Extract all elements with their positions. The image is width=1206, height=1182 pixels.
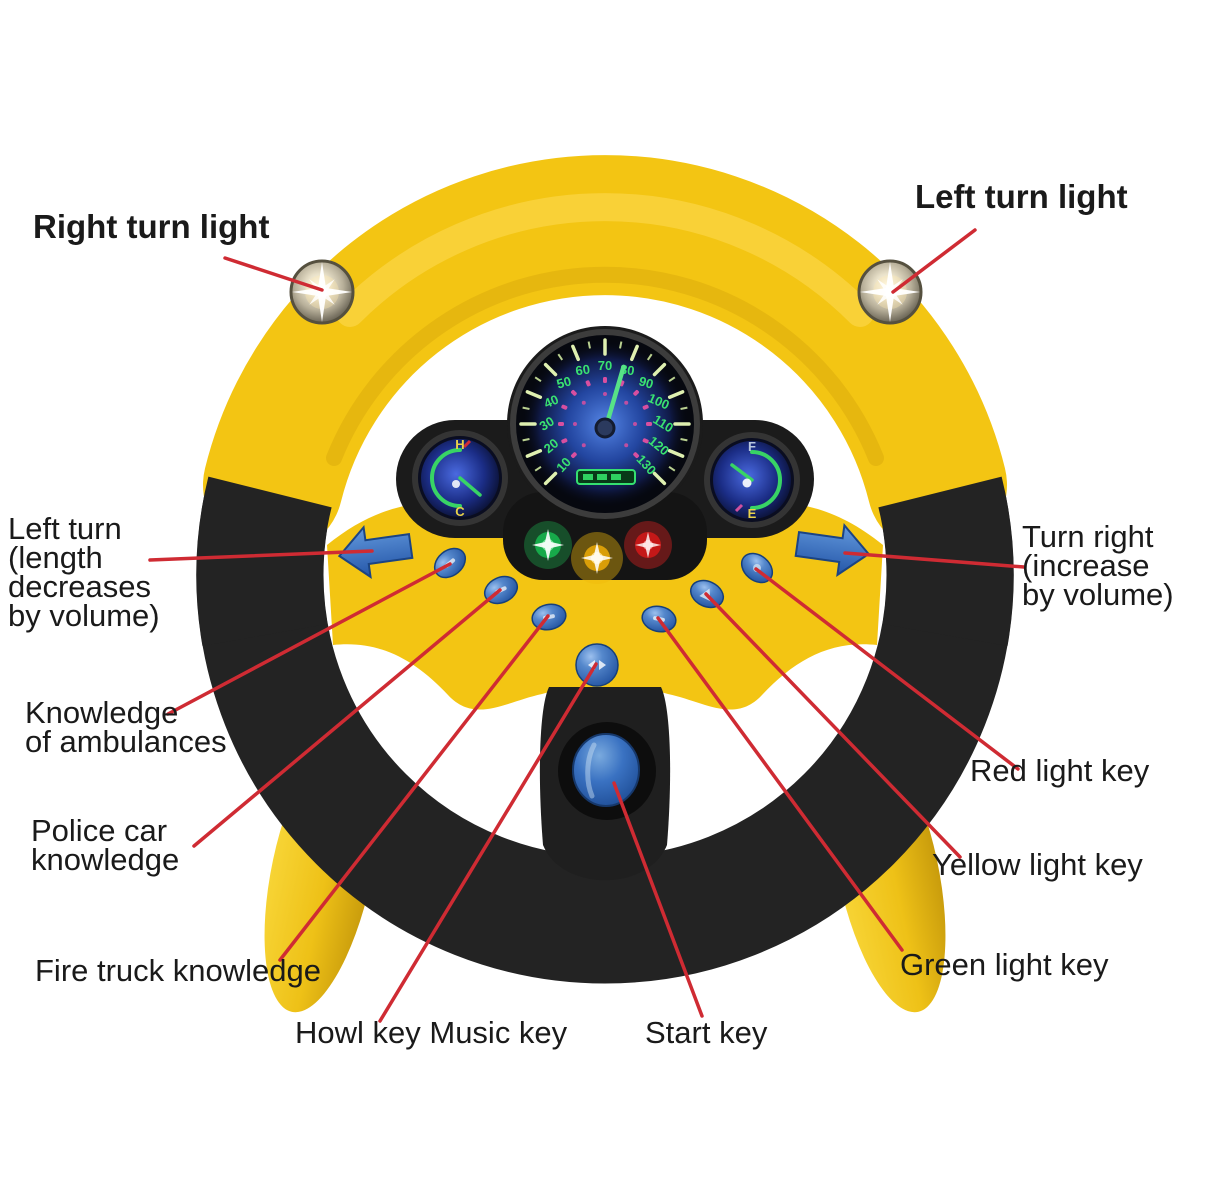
gauge-letter-full: F <box>748 439 756 454</box>
svg-text:70: 70 <box>598 358 612 373</box>
callout-line: Yellow light key <box>932 847 1143 882</box>
svg-text:90: 90 <box>637 373 655 391</box>
callout-line: (increase <box>1022 548 1150 583</box>
connector-fire-truck <box>278 614 550 962</box>
left-grip <box>196 476 332 646</box>
connector-turn-right <box>843 551 1026 569</box>
gauge-letter-hot: H <box>455 437 464 452</box>
svg-text:40: 40 <box>542 392 561 412</box>
connector-police <box>192 588 502 848</box>
callout-line: of ambulances <box>25 724 227 759</box>
svg-text:30: 30 <box>537 413 557 433</box>
connector-howl-music <box>378 662 598 1023</box>
svg-text:60: 60 <box>575 361 591 378</box>
wheel-rim-yellow-arc <box>203 155 1007 555</box>
callout-yellow-light: Yellow light key <box>932 847 1143 882</box>
callout-line: Police car <box>31 813 168 848</box>
left-turn-light <box>857 259 923 325</box>
connector-red-light <box>754 567 1020 771</box>
needle-hub <box>594 417 616 439</box>
callout-howl-music: Howl key Music key <box>295 1015 568 1050</box>
callout-red-light: Red light key <box>970 753 1150 788</box>
connector-ambulance <box>166 562 452 716</box>
callout-line: by volume) <box>1022 577 1174 612</box>
gauge-letter-empty: E <box>748 506 757 521</box>
center-hub <box>327 503 883 710</box>
connector-left-turn <box>148 549 374 562</box>
red-indicator-light <box>624 521 672 569</box>
right-turn-light <box>289 259 355 325</box>
callout-left-turn-light: Left turn light <box>915 178 1128 215</box>
callout-line: Fire truck knowledge <box>35 953 322 988</box>
callout-right-turn-light: Right turn light <box>33 208 270 245</box>
callout-turn-right: Turn right (increase by volume) <box>1022 519 1174 612</box>
callout-left-turn: Left turn (length decreases by volume) <box>8 511 160 633</box>
callout-ambulance: Knowledge of ambulances <box>25 695 227 759</box>
callout-line: knowledge <box>31 842 180 877</box>
rim-inner-shade <box>326 266 884 466</box>
callout-line: (length <box>8 540 103 575</box>
callout-police: Police car knowledge <box>31 813 180 877</box>
callout-green-light: Green light key <box>900 947 1109 982</box>
left-turn-arrow-button <box>337 525 414 579</box>
start-button <box>558 722 656 820</box>
callout-line: Left turn light <box>915 178 1128 215</box>
callout-line: Knowledge <box>25 695 179 730</box>
right-turn-arrow-button <box>794 523 871 577</box>
callout-start: Start key <box>645 1015 768 1050</box>
green-indicator-light <box>524 521 572 569</box>
rim-highlight <box>336 193 874 327</box>
right-grip <box>878 476 1014 646</box>
callout-line: Start key <box>645 1015 768 1050</box>
temperature-gauge: H C <box>412 430 508 526</box>
callout-fire-truck: Fire truck knowledge <box>35 953 322 988</box>
connector-yellow-light <box>704 592 962 859</box>
connector-left-turn-light <box>891 228 977 294</box>
svg-text:50: 50 <box>555 373 573 391</box>
gauge-letter-cold: C <box>455 504 465 519</box>
callout-line: Left turn <box>8 511 122 546</box>
fuel-gauge: F E <box>704 432 800 528</box>
callout-line: by volume) <box>8 598 160 633</box>
callout-connectors <box>148 228 1026 1023</box>
callout-line: Green light key <box>900 947 1109 982</box>
callout-line: decreases <box>8 569 152 604</box>
callout-line: Red light key <box>970 753 1150 788</box>
yellow-indicator-light <box>571 532 623 584</box>
callout-line: Howl key Music key <box>295 1015 568 1050</box>
connector-start <box>612 781 704 1018</box>
callout-line: Right turn light <box>33 208 270 245</box>
connector-green-light <box>656 616 904 952</box>
connector-right-turn-light <box>223 256 324 292</box>
callout-line: Turn right <box>1022 519 1154 554</box>
